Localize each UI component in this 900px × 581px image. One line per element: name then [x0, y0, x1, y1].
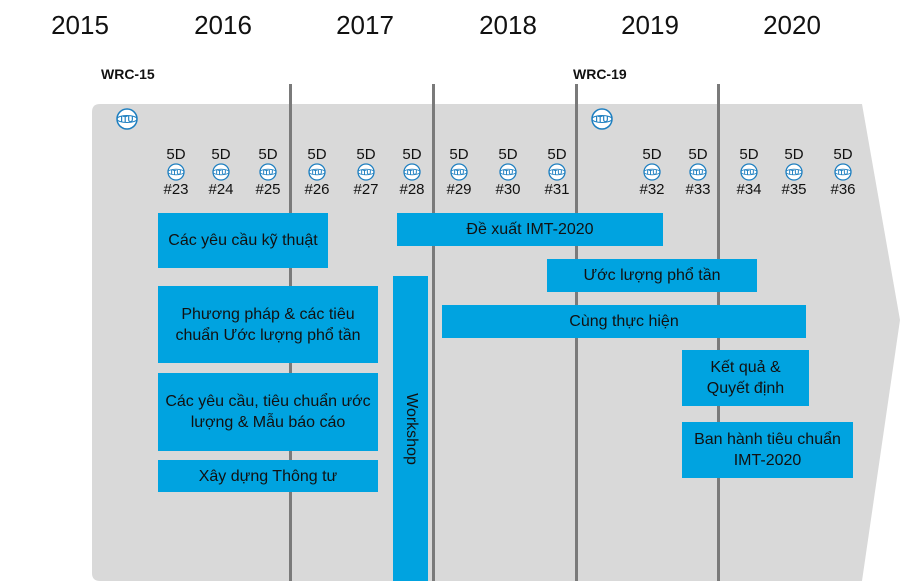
- year-2019: 2019: [621, 10, 679, 40]
- meeting-5d-4: 5D ITU #26: [297, 146, 337, 198]
- meeting-number: #25: [255, 181, 281, 198]
- box-issue-standard: Ban hành tiêu chuẩn IMT-2020: [682, 422, 853, 478]
- itu-logo-icon: ITU: [259, 163, 277, 181]
- box-imt-proposal: Đề xuất IMT-2020: [397, 213, 663, 246]
- meeting-number: #32: [639, 181, 665, 198]
- meeting-group-label: 5D: [688, 146, 708, 163]
- divider-2017-2018: [432, 84, 435, 581]
- itu-logo-icon: ITU: [499, 163, 517, 181]
- itu-logo-icon: ITU: [403, 163, 421, 181]
- svg-text:ITU: ITU: [789, 170, 800, 177]
- box-joint-implementation: Cùng thực hiện: [442, 305, 806, 338]
- meeting-group-label: 5D: [258, 146, 278, 163]
- year-2015: 2015: [51, 10, 109, 40]
- year-2018: 2018: [479, 10, 537, 40]
- meeting-group-label: 5D: [547, 146, 567, 163]
- meeting-5d-13: 5D ITU #35: [774, 146, 814, 198]
- meeting-5d-11: 5D ITU #33: [678, 146, 718, 198]
- wrc-19-label: WRC-19: [573, 66, 627, 82]
- meeting-number: #24: [208, 181, 234, 198]
- svg-text:ITU: ITU: [216, 170, 227, 177]
- wrc-15-label: WRC-15: [101, 66, 155, 82]
- meeting-number: #34: [736, 181, 762, 198]
- svg-text:ITU: ITU: [693, 170, 704, 177]
- meeting-number: #27: [353, 181, 379, 198]
- box-circular: Xây dựng Thông tư: [158, 460, 378, 492]
- itu-logo-icon: ITU: [450, 163, 468, 181]
- itu-logo-icon: ITU: [308, 163, 326, 181]
- itu-logo-icon: ITU: [116, 108, 138, 130]
- meeting-group-label: 5D: [211, 146, 231, 163]
- itu-logo-icon: ITU: [167, 163, 185, 181]
- meeting-5d-12: 5D ITU #34: [729, 146, 769, 198]
- meeting-5d-5: 5D ITU #27: [346, 146, 386, 198]
- meeting-group-label: 5D: [498, 146, 518, 163]
- meeting-5d-9: 5D ITU #31: [537, 146, 577, 198]
- meeting-number: #33: [685, 181, 711, 198]
- meeting-number: #26: [304, 181, 330, 198]
- svg-text:ITU: ITU: [454, 170, 465, 177]
- meeting-5d-14: 5D ITU #36: [823, 146, 863, 198]
- box-evaluation-methods: Phương pháp & các tiêu chuẩn Ước lượng p…: [158, 286, 378, 363]
- meeting-group-label: 5D: [833, 146, 853, 163]
- workshop-label: Workshop: [402, 392, 420, 465]
- meeting-5d-6: 5D ITU #28: [392, 146, 432, 198]
- itu-logo-icon: ITU: [689, 163, 707, 181]
- box-workshop: Workshop: [393, 276, 428, 581]
- svg-text:ITU: ITU: [121, 115, 134, 124]
- svg-text:ITU: ITU: [407, 170, 418, 177]
- svg-text:ITU: ITU: [744, 170, 755, 177]
- meeting-group-label: 5D: [356, 146, 376, 163]
- itu-logo-icon: ITU: [834, 163, 852, 181]
- meeting-number: #29: [446, 181, 472, 198]
- meeting-5d-1: 5D ITU #23: [156, 146, 196, 198]
- box-requirements-template: Các yêu cầu, tiêu chuẩn ước lượng & Mẫu …: [158, 373, 378, 451]
- meeting-group-label: 5D: [402, 146, 422, 163]
- itu-logo-icon: ITU: [357, 163, 375, 181]
- itu-logo-icon: ITU: [740, 163, 758, 181]
- box-results-decision: Kết quả & Quyết định: [682, 350, 809, 406]
- svg-text:ITU: ITU: [596, 115, 609, 124]
- meeting-5d-10: 5D ITU #32: [632, 146, 672, 198]
- year-2020: 2020: [763, 10, 821, 40]
- svg-text:ITU: ITU: [503, 170, 514, 177]
- meeting-group-label: 5D: [642, 146, 662, 163]
- itu-logo-icon: ITU: [591, 108, 613, 130]
- meeting-5d-8: 5D ITU #30: [488, 146, 528, 198]
- svg-text:ITU: ITU: [263, 170, 274, 177]
- itu-logo-icon: ITU: [785, 163, 803, 181]
- itu-logo-icon: ITU: [212, 163, 230, 181]
- year-2017: 2017: [336, 10, 394, 40]
- meeting-group-label: 5D: [166, 146, 186, 163]
- box-tech-requirements: Các yêu cầu kỹ thuật: [158, 213, 328, 268]
- meeting-5d-7: 5D ITU #29: [439, 146, 479, 198]
- svg-text:ITU: ITU: [171, 170, 182, 177]
- meeting-number: #35: [781, 181, 807, 198]
- meeting-5d-3: 5D ITU #25: [248, 146, 288, 198]
- meeting-group-label: 5D: [784, 146, 804, 163]
- meeting-number: #36: [830, 181, 856, 198]
- meeting-number: #28: [399, 181, 425, 198]
- svg-text:ITU: ITU: [838, 170, 849, 177]
- meeting-group-label: 5D: [739, 146, 759, 163]
- box-spectrum-estimate: Ước lượng phổ tần: [547, 259, 757, 292]
- meeting-5d-2: 5D ITU #24: [201, 146, 241, 198]
- meeting-number: #31: [544, 181, 570, 198]
- svg-text:ITU: ITU: [552, 170, 563, 177]
- meeting-group-label: 5D: [449, 146, 469, 163]
- itu-logo-icon: ITU: [548, 163, 566, 181]
- meeting-number: #30: [495, 181, 521, 198]
- year-2016: 2016: [194, 10, 252, 40]
- svg-text:ITU: ITU: [361, 170, 372, 177]
- svg-text:ITU: ITU: [647, 170, 658, 177]
- itu-logo-icon: ITU: [643, 163, 661, 181]
- meeting-group-label: 5D: [307, 146, 327, 163]
- svg-text:ITU: ITU: [312, 170, 323, 177]
- meeting-number: #23: [163, 181, 189, 198]
